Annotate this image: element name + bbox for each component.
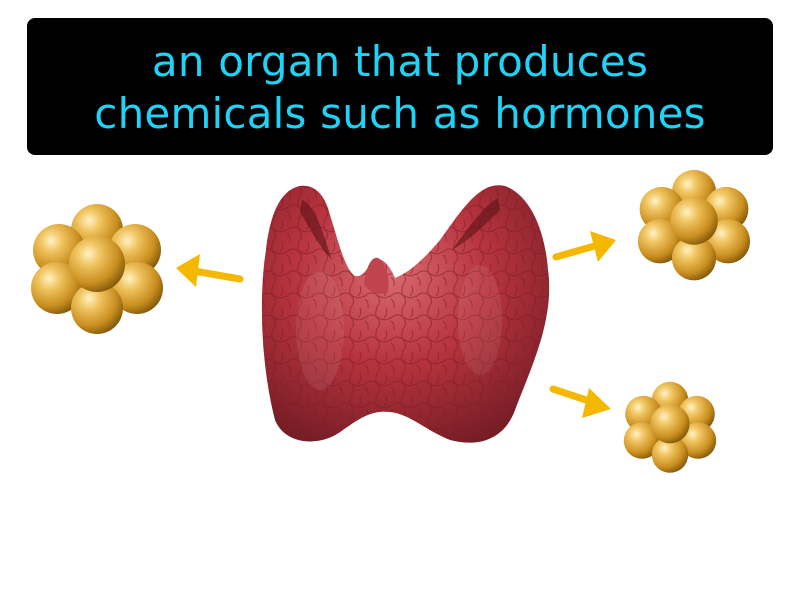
hormone-cluster-upper-right-icon (637, 169, 751, 281)
hormone-cluster-lower-right-icon (623, 381, 717, 473)
arrow-lower-right-icon (549, 385, 611, 418)
thyroid-gland-icon (261, 185, 550, 443)
arrow-left-icon (176, 254, 244, 287)
definition-line-1: an organ that produces (151, 36, 649, 86)
arrow-upper-right-icon (552, 231, 616, 262)
definition-banner: an organ that produces chemicals such as… (27, 18, 773, 155)
gland-illustration (31, 169, 751, 473)
hormone-cluster-left-icon (31, 204, 163, 334)
definition-line-2: chemicals such as hormones (94, 88, 706, 138)
